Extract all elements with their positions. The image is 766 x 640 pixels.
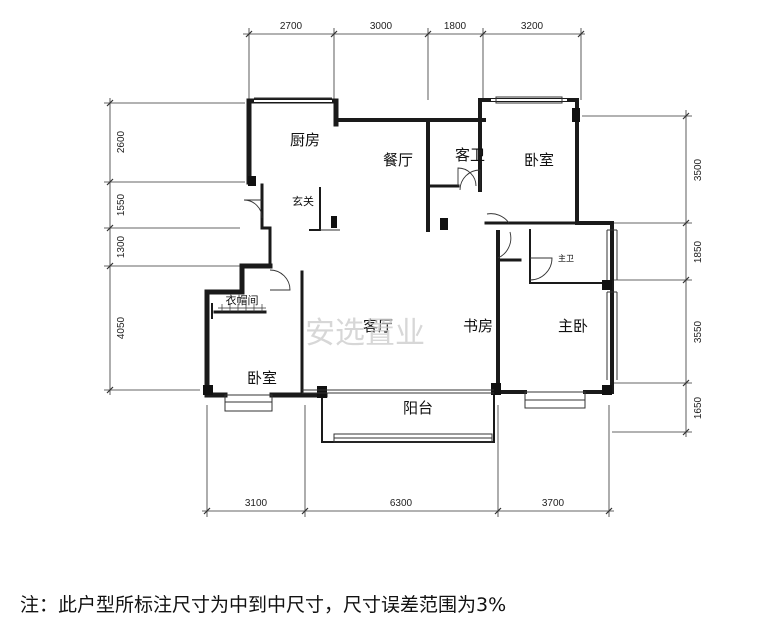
room-label-master-bedroom: 主卧 [558, 317, 588, 335]
room-label-balcony: 阳台 [403, 399, 433, 417]
columns [203, 108, 612, 398]
room-label-guest-bath: 客卫 [455, 146, 485, 164]
dimension-note: 注：此户型所标注尺寸为中到中尺寸，尺寸误差范围为3% [20, 594, 507, 616]
dimension-ticks [106, 30, 690, 515]
dim-left-3: 1300 [116, 235, 127, 258]
dim-right-2: 1850 [693, 240, 704, 263]
doors [243, 167, 553, 291]
dim-top-2: 3000 [370, 21, 393, 32]
dim-right-3: 3550 [693, 320, 704, 343]
dim-bottom-3: 3700 [542, 498, 565, 509]
cloakroom-rack [218, 304, 266, 312]
windows [224, 96, 618, 443]
room-label-bedroom-ne: 卧室 [524, 151, 554, 169]
dim-right-1: 3500 [693, 158, 704, 181]
room-label-study: 书房 [463, 317, 493, 335]
dim-top-1: 2700 [280, 21, 303, 32]
dim-right-4: 1650 [693, 396, 704, 419]
room-label-kitchen: 厨房 [290, 131, 320, 149]
room-label-bedroom-sw: 卧室 [247, 369, 277, 387]
dim-bottom-1: 3100 [245, 498, 268, 509]
walls [204, 98, 614, 443]
dim-left-4: 4050 [116, 316, 127, 339]
dim-top-3: 1800 [444, 21, 467, 32]
room-label-master-bath: 主卫 [558, 253, 574, 263]
dim-left-2: 1550 [116, 193, 127, 216]
room-label-dining: 餐厅 [383, 151, 413, 169]
dim-top-4: 3200 [521, 21, 544, 32]
watermark: 安选置业 [305, 316, 425, 351]
dim-bottom-2: 6300 [390, 498, 413, 509]
dimension-lines [104, 28, 692, 517]
room-label-foyer: 玄关 [292, 194, 314, 208]
room-label-living: 客厅 [363, 317, 393, 335]
room-label-cloakroom: 衣帽间 [226, 293, 259, 307]
dim-left-1: 2600 [116, 130, 127, 153]
